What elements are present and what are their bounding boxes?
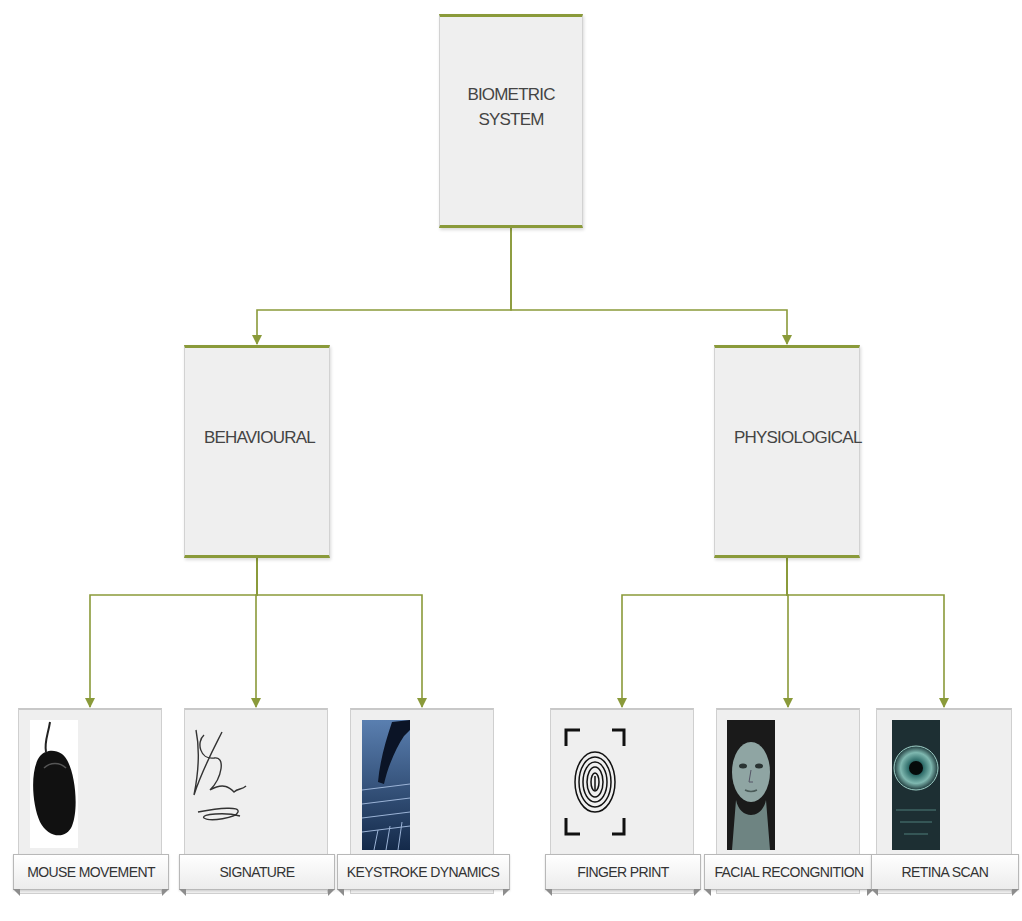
- retina-picture: [892, 720, 940, 850]
- card-label: RETINA SCAN: [902, 864, 989, 880]
- label-banner: FACIAL RECONGNITION: [704, 854, 874, 890]
- category-title: BEHAVIOURAL: [204, 426, 310, 451]
- biometric-card: FACIAL RECONGNITION: [716, 708, 860, 894]
- category-box: PHYSIOLOGICAL: [714, 345, 860, 558]
- tree-connector: [787, 558, 944, 707]
- card-label: KEYSTROKE DYNAMICS: [347, 864, 500, 880]
- face-picture: [727, 720, 775, 850]
- card-label: FINGER PRINT: [577, 864, 669, 880]
- card-label: SIGNATURE: [219, 864, 294, 880]
- label-banner: SIGNATURE: [179, 854, 335, 890]
- tree-connector: [511, 228, 787, 344]
- label-banner: RETINA SCAN: [871, 854, 1019, 890]
- biometric-card: SIGNATURE: [184, 708, 328, 894]
- biometric-card: RETINA SCAN: [876, 708, 1012, 894]
- keyboard-picture: [362, 720, 410, 850]
- label-banner: FINGER PRINT: [545, 854, 701, 890]
- label-banner: KEYSTROKE DYNAMICS: [337, 854, 510, 890]
- biometric-card: FINGER PRINT: [550, 708, 694, 894]
- category-box: BEHAVIOURAL: [184, 345, 330, 558]
- category-title: BIOMETRIC SYSTEM: [459, 83, 563, 132]
- label-banner: MOUSE MOVEMENT: [13, 854, 169, 890]
- card-label: MOUSE MOVEMENT: [27, 864, 155, 880]
- fingerprint-picture: [566, 730, 624, 834]
- signature-picture: [194, 730, 246, 820]
- mouse-picture: [30, 720, 78, 848]
- tree-connector: [257, 558, 422, 707]
- biometric-card: KEYSTROKE DYNAMICS: [350, 708, 494, 894]
- card-label: FACIAL RECONGNITION: [714, 864, 863, 880]
- tree-connector: [90, 558, 257, 707]
- tree-connector: [622, 558, 787, 707]
- category-box: BIOMETRIC SYSTEM: [439, 14, 583, 228]
- category-title: PHYSIOLOGICAL: [734, 426, 840, 451]
- tree-connector: [257, 228, 511, 344]
- biometric-card: MOUSE MOVEMENT: [18, 708, 162, 894]
